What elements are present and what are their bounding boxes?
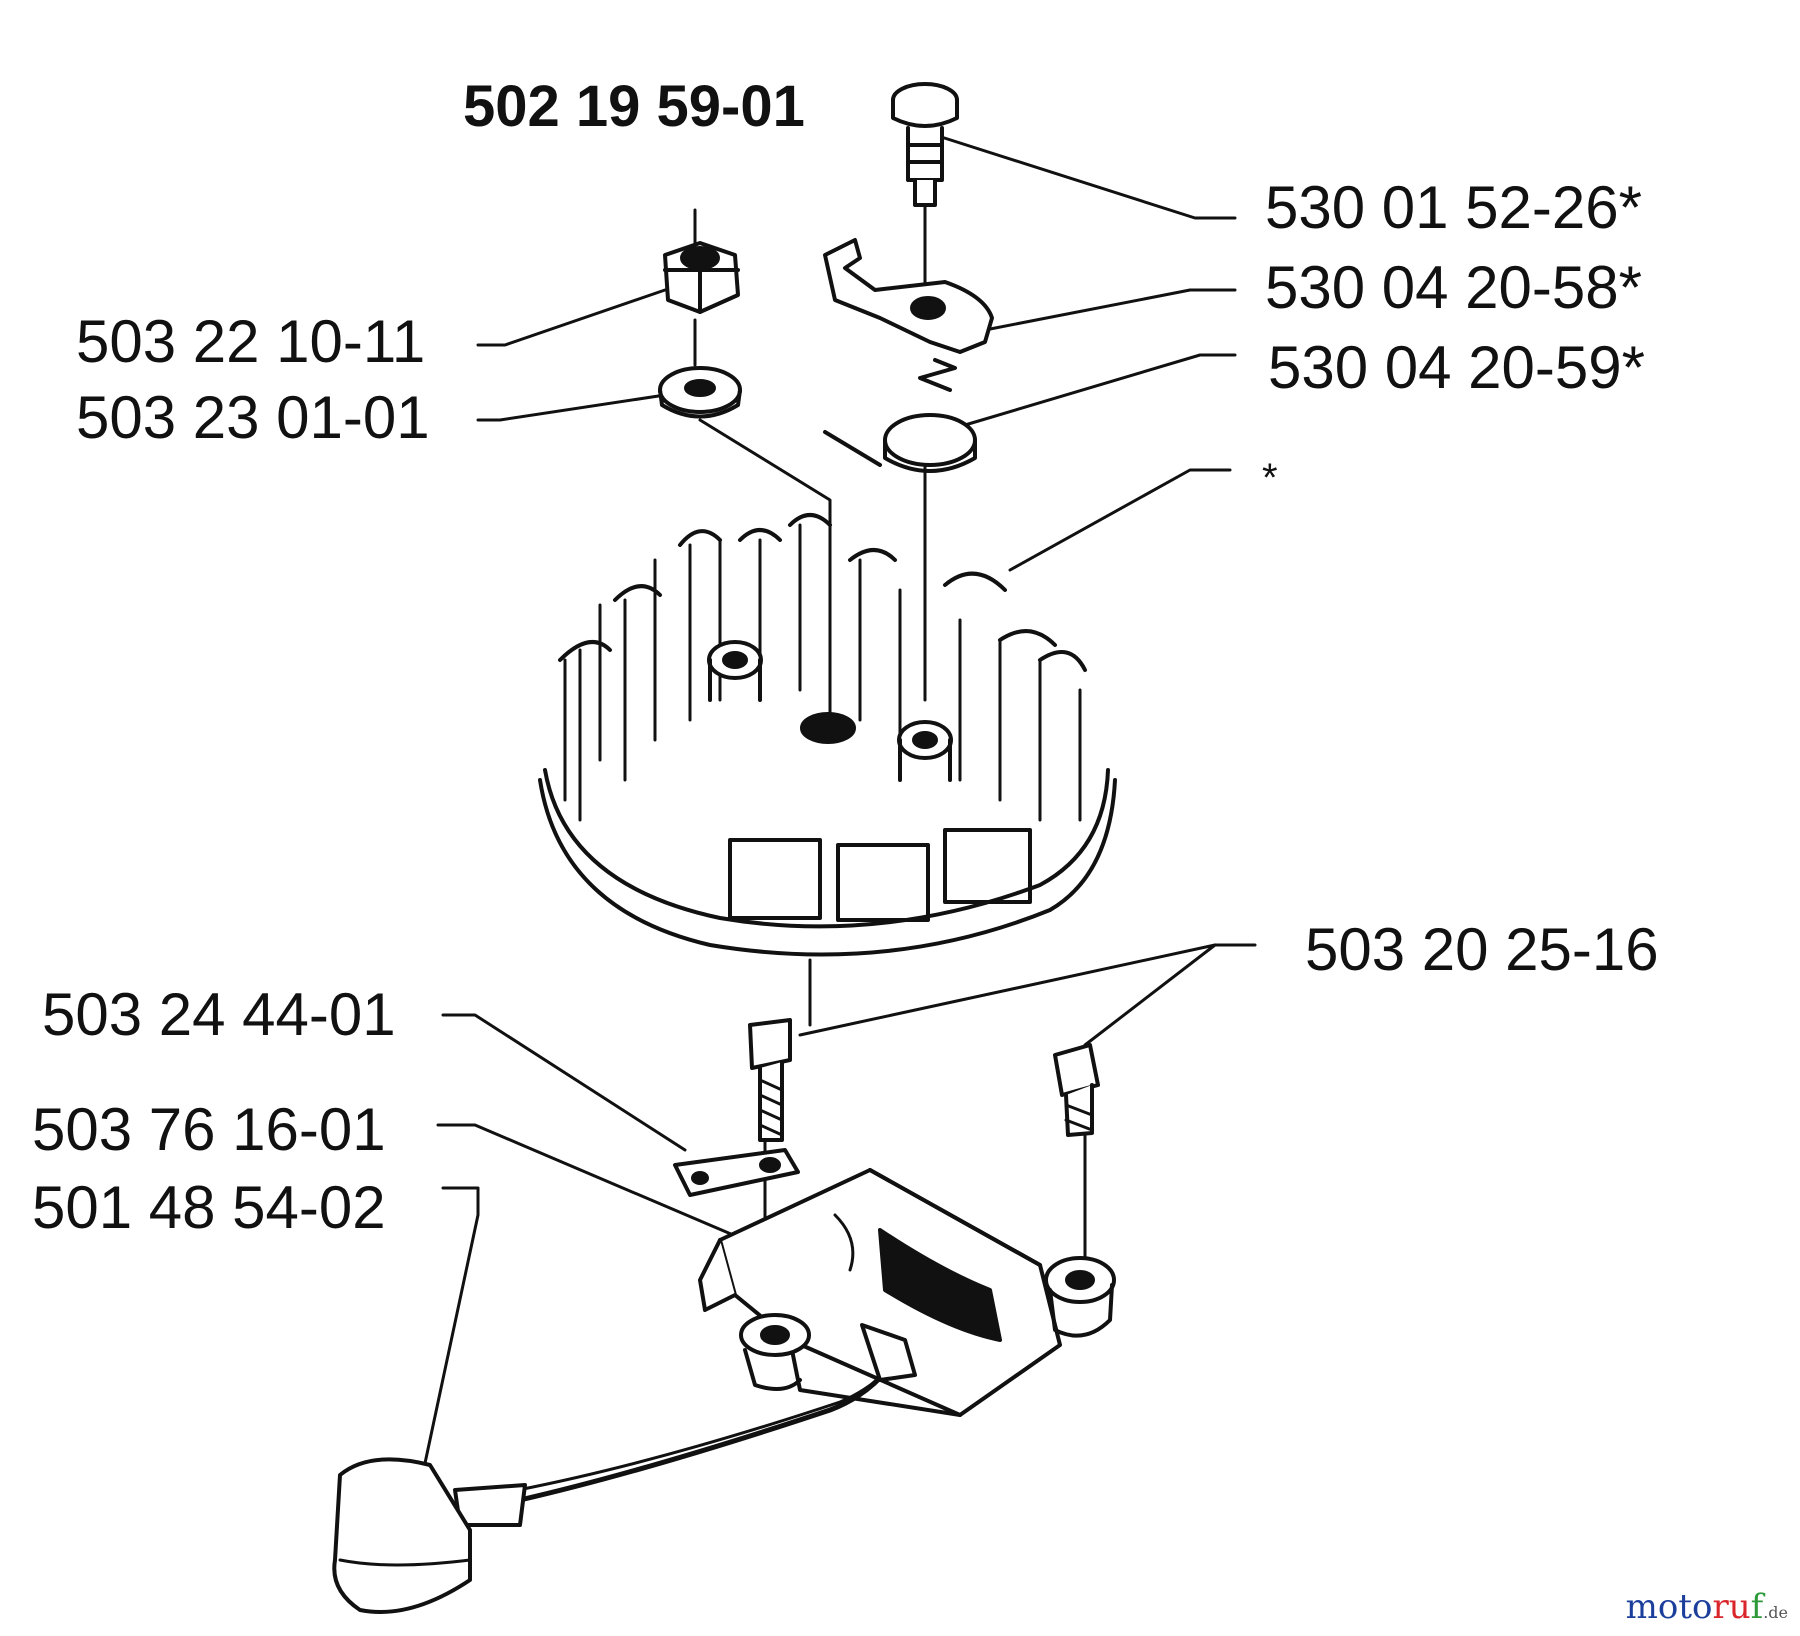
kit-number-label: 502 19 59-01 — [463, 74, 805, 139]
ignition-screw-part — [748, 1018, 1100, 1142]
stop-button-part — [891, 82, 959, 207]
hex-nut-part — [663, 241, 740, 314]
watermark-logo: motoruf.de — [1625, 1587, 1788, 1627]
washer-part — [658, 366, 742, 419]
part-number-pawl: 530 04 20-58* — [1265, 254, 1642, 321]
leader-lines — [413, 133, 1257, 1512]
part-number-spark-plug-cap: 501 48 54-02 — [32, 1174, 386, 1241]
spark-plug-cap-part — [332, 1323, 917, 1614]
part-number-ignition-screw: 503 20 25-16 — [1305, 916, 1659, 983]
part-number-flywheel: * — [1262, 456, 1278, 500]
part-number-hex-nut: 503 22 10-11 — [76, 308, 426, 375]
cable-clamp-part — [673, 1148, 800, 1197]
part-number-washer: 503 23 01-01 — [76, 384, 430, 451]
part-number-stop-button: 530 01 52-26* — [1265, 174, 1642, 241]
ignition-module-part — [698, 1168, 1116, 1417]
part-number-pawl-spring: 530 04 20-59* — [1268, 334, 1645, 401]
part-number-cable-clamp: 503 24 44-01 — [42, 981, 396, 1048]
axis-lines — [693, 203, 1087, 1302]
part-number-ignition-module: 503 76 16-01 — [32, 1096, 386, 1163]
pawl-spring-part — [823, 358, 977, 473]
flywheel-part — [538, 513, 1117, 957]
pawl-part — [823, 238, 994, 354]
